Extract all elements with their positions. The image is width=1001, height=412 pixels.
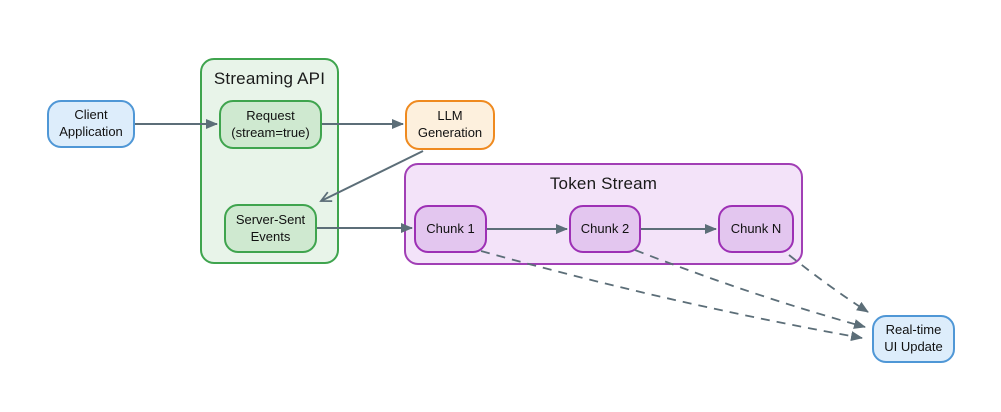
node-chunk-2: Chunk 2 (569, 205, 641, 253)
node-server-sent-events: Server-Sent Events (224, 204, 317, 253)
node-client-application-label: Client Application (59, 107, 123, 139)
node-chunk-2-label: Chunk 2 (580, 220, 630, 236)
node-request-stream-true: Request (stream=true) (219, 100, 322, 149)
node-realtime-ui-update: Real-time UI Update (872, 315, 955, 363)
node-realtime-ui-update-label: Real-time UI Update (884, 322, 943, 354)
node-chunk-1: Chunk 1 (414, 205, 487, 253)
group-token-stream-title: Token Stream (549, 174, 658, 193)
node-client-application: Client Application (47, 100, 135, 148)
node-chunk-n: Chunk N (718, 205, 794, 253)
node-server-sent-events-label: Server-Sent Events (235, 211, 306, 244)
group-streaming-api-title: Streaming API (213, 69, 326, 88)
node-llm-generation: LLM Generation (405, 100, 495, 150)
node-chunk-1-label: Chunk 1 (426, 220, 475, 236)
node-chunk-n-label: Chunk N (730, 220, 782, 236)
node-request-stream-true-label: Request (stream=true) (231, 107, 310, 140)
node-llm-generation-label: LLM Generation (417, 108, 483, 140)
edge-chunkn-to-realtime (788, 254, 869, 313)
